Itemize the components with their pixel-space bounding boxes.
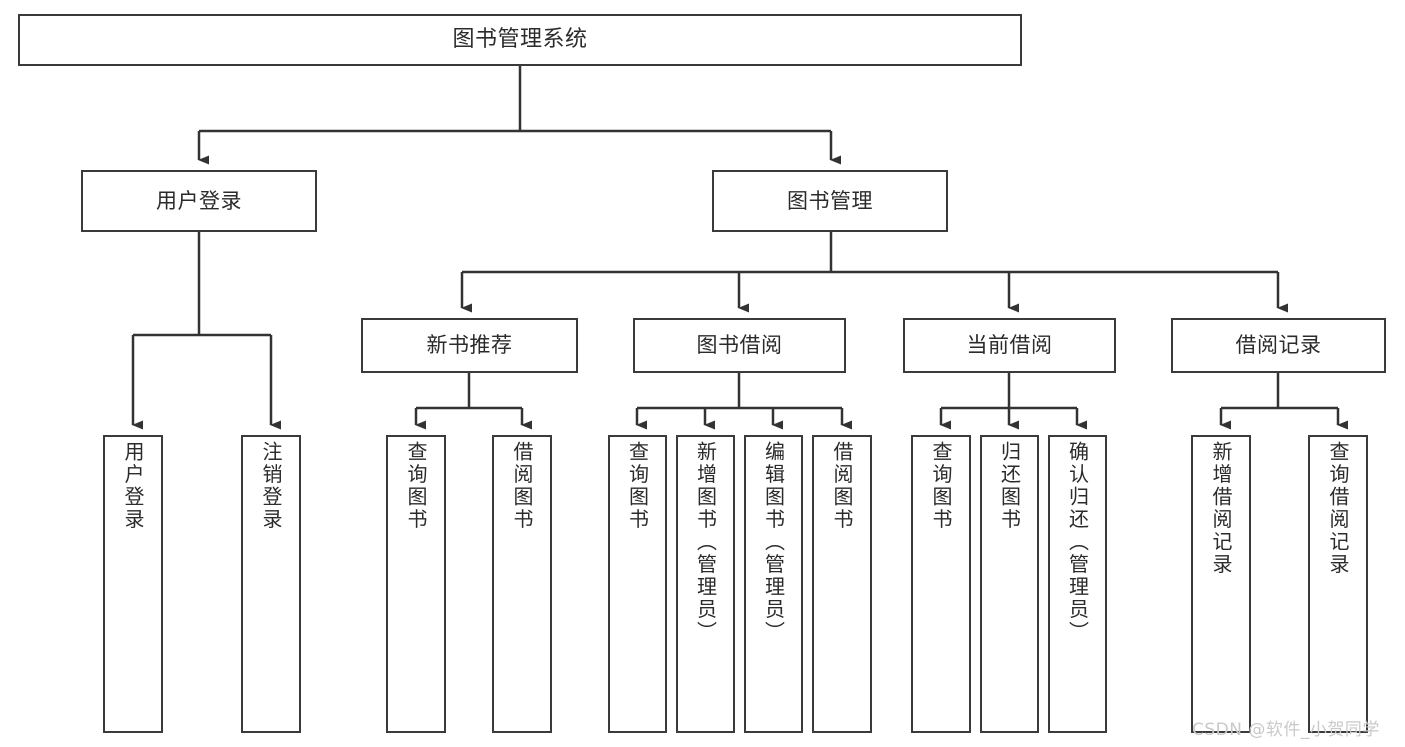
node-leaf-query-book-2[interactable]: 查询图书 bbox=[608, 435, 667, 733]
node-leaf-query-book-1[interactable]: 查询图书 bbox=[386, 435, 446, 733]
node-leaf-query-book-1-label: 查询图书 bbox=[404, 441, 428, 531]
node-leaf-borrow-book-2-label: 借阅图书 bbox=[830, 441, 854, 531]
node-leaf-query-book-3[interactable]: 查询图书 bbox=[911, 435, 971, 733]
node-book-borrow-label: 图书借阅 bbox=[696, 333, 783, 358]
node-book-management[interactable]: 图书管理 bbox=[712, 170, 948, 232]
node-leaf-confirm-return[interactable]: 确认归还（管理员） bbox=[1048, 435, 1107, 733]
node-leaf-query-record-label: 查询借阅记录 bbox=[1326, 441, 1350, 576]
node-current-borrow-label: 当前借阅 bbox=[966, 333, 1053, 358]
node-leaf-add-book[interactable]: 新增图书（管理员） bbox=[676, 435, 735, 733]
node-book-management-label: 图书管理 bbox=[787, 188, 873, 213]
node-leaf-query-record[interactable]: 查询借阅记录 bbox=[1308, 435, 1368, 733]
node-leaf-add-record-label: 新增借阅记录 bbox=[1209, 441, 1233, 576]
node-leaf-logout-label: 注销登录 bbox=[259, 441, 283, 531]
node-leaf-borrow-book-2[interactable]: 借阅图书 bbox=[812, 435, 872, 733]
node-leaf-logout[interactable]: 注销登录 bbox=[241, 435, 301, 733]
node-leaf-confirm-return-label: 确认归还（管理员） bbox=[1065, 441, 1090, 644]
node-root-label: 图书管理系统 bbox=[452, 27, 588, 53]
node-leaf-edit-book[interactable]: 编辑图书（管理员） bbox=[744, 435, 803, 733]
node-borrow-record[interactable]: 借阅记录 bbox=[1171, 318, 1386, 373]
node-user-login-label: 用户登录 bbox=[156, 188, 242, 213]
node-leaf-edit-book-label: 编辑图书（管理员） bbox=[761, 441, 786, 644]
node-leaf-return-book-label: 归还图书 bbox=[997, 441, 1022, 531]
node-leaf-query-book-3-label: 查询图书 bbox=[929, 441, 953, 531]
node-leaf-query-book-2-label: 查询图书 bbox=[625, 441, 650, 531]
node-leaf-return-book[interactable]: 归还图书 bbox=[980, 435, 1039, 733]
node-leaf-borrow-book-1-label: 借阅图书 bbox=[510, 441, 534, 531]
node-leaf-borrow-book-1[interactable]: 借阅图书 bbox=[492, 435, 552, 733]
node-user-login[interactable]: 用户登录 bbox=[81, 170, 317, 232]
csdn-watermark: CSDN @软件_小贺同学 bbox=[1192, 720, 1380, 740]
node-new-book-recommend-label: 新书推荐 bbox=[426, 333, 513, 358]
node-root-book-management-system[interactable]: 图书管理系统 bbox=[18, 14, 1022, 66]
node-book-borrow[interactable]: 图书借阅 bbox=[633, 318, 846, 373]
node-leaf-user-login-label: 用户登录 bbox=[121, 441, 145, 531]
node-leaf-add-record[interactable]: 新增借阅记录 bbox=[1191, 435, 1251, 733]
node-leaf-add-book-label: 新增图书（管理员） bbox=[693, 441, 718, 644]
node-new-book-recommend[interactable]: 新书推荐 bbox=[361, 318, 578, 373]
node-current-borrow[interactable]: 当前借阅 bbox=[903, 318, 1116, 373]
node-leaf-user-login[interactable]: 用户登录 bbox=[103, 435, 163, 733]
node-borrow-record-label: 借阅记录 bbox=[1235, 333, 1322, 358]
